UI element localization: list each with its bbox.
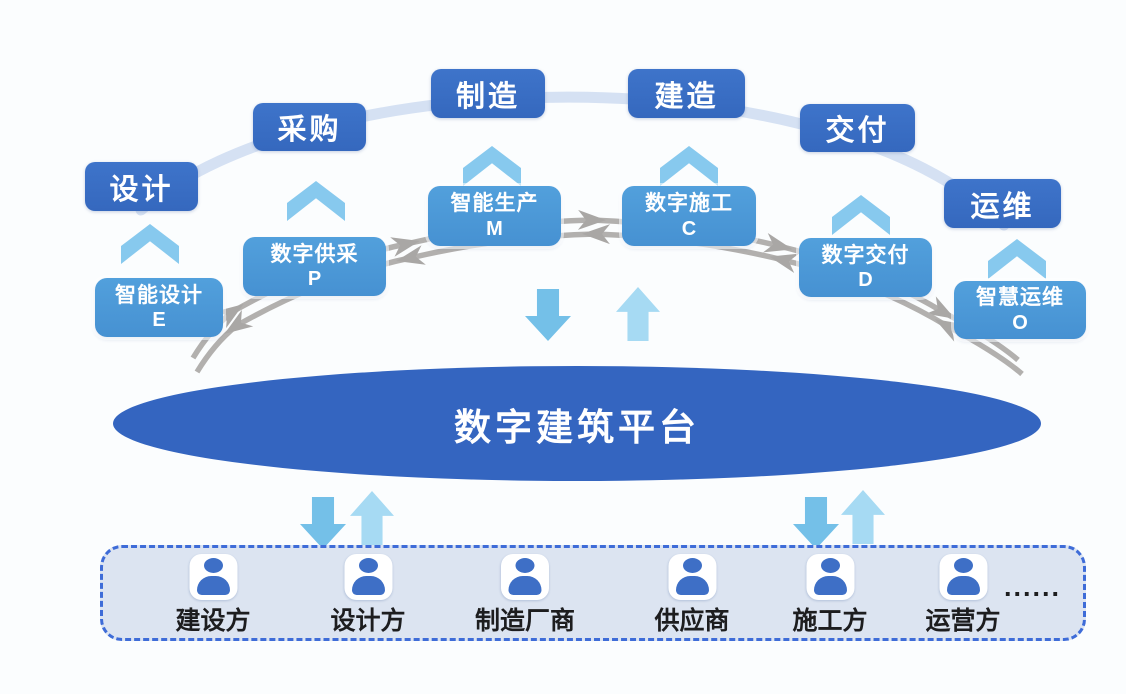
stakeholder-contractor: 施工方 xyxy=(792,554,868,637)
digital-box-intelligent-production: 智能生产 M xyxy=(428,186,561,246)
person-icon xyxy=(188,554,237,600)
stakeholder-manufacturer: 制造厂商 xyxy=(475,554,575,637)
digital-box-letter: C xyxy=(681,217,697,240)
more-stakeholders-ellipsis: ...... xyxy=(1004,572,1062,602)
stakeholder-label: 供应商 xyxy=(654,607,730,635)
platform-ellipse: 数字建筑平台 xyxy=(113,366,1041,481)
stakeholder-label: 设计方 xyxy=(330,607,406,635)
phase-box-design: 设计 xyxy=(85,162,198,211)
digital-box-intelligent-design: 智能设计 E xyxy=(95,278,223,337)
digital-box-name: 数字供采 xyxy=(270,242,359,266)
platform-title: 数字建筑平台 xyxy=(454,406,700,448)
stakeholder-designer: 设计方 xyxy=(330,554,406,637)
digital-box-letter: M xyxy=(486,217,503,240)
gray-flow-left xyxy=(194,224,1024,377)
phase-box-delivery: 交付 xyxy=(800,104,915,152)
digital-box-letter: P xyxy=(307,268,322,291)
person-icon xyxy=(500,554,549,600)
stakeholder-supplier: 供应商 xyxy=(654,554,730,637)
phase-arc xyxy=(135,91,1010,231)
stakeholder-owner: 建设方 xyxy=(175,554,251,637)
digital-box-name: 数字施工 xyxy=(645,192,733,216)
stakeholder-label: 施工方 xyxy=(792,607,868,635)
phase-box-operations: 运维 xyxy=(944,179,1061,228)
phase-box-procurement: 采购 xyxy=(253,103,366,151)
stakeholder-label: 运营方 xyxy=(925,607,1001,635)
person-icon xyxy=(343,554,392,600)
person-icon xyxy=(667,554,716,600)
digital-box-name: 数字交付 xyxy=(821,243,910,267)
digital-box-smart-operations: 智慧运维 O xyxy=(954,281,1086,339)
phase-box-manufacturing: 制造 xyxy=(431,69,545,118)
digital-box-letter: D xyxy=(858,269,873,292)
stakeholder-operator: 运营方 xyxy=(925,554,1001,637)
digital-box-name: 智慧运维 xyxy=(976,286,1064,310)
phase-box-construction: 建造 xyxy=(628,69,745,118)
digital-box-digital-supply: 数字供采 P xyxy=(243,237,386,296)
person-icon xyxy=(938,554,987,600)
stakeholder-label: 建设方 xyxy=(175,607,251,635)
digital-box-letter: E xyxy=(152,309,166,332)
person-icon xyxy=(805,554,854,600)
digital-box-digital-construction: 数字施工 C xyxy=(622,186,756,246)
digital-box-letter: O xyxy=(1012,311,1028,334)
stakeholder-label: 制造厂商 xyxy=(474,607,576,635)
stakeholder-panel xyxy=(100,545,1086,641)
digital-box-digital-delivery: 数字交付 D xyxy=(799,238,932,297)
digital-box-name: 智能生产 xyxy=(450,192,539,216)
digital-box-name: 智能设计 xyxy=(115,283,203,307)
